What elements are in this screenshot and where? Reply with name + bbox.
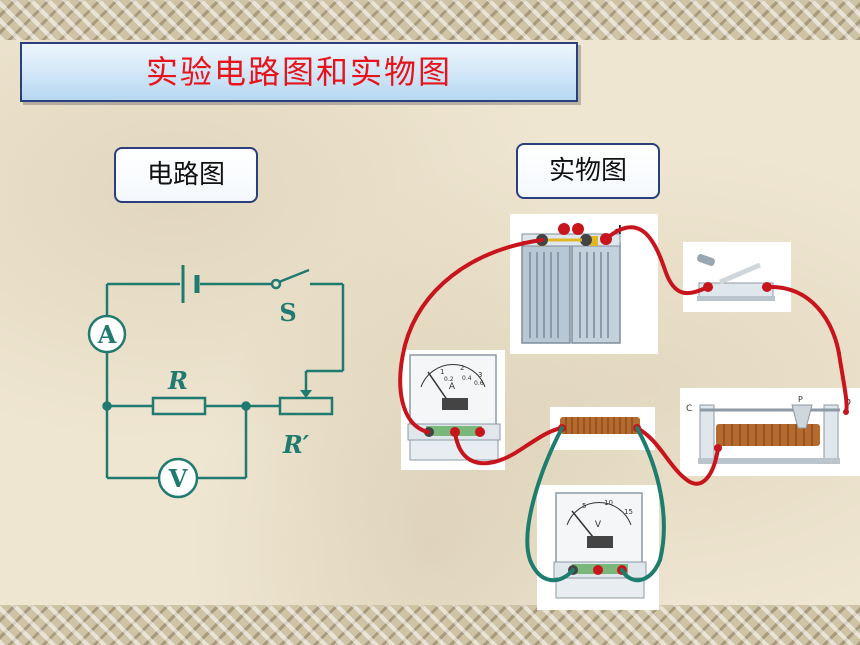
bottom-border-ornament xyxy=(0,605,860,645)
ammeter-scale-04: 0.4 xyxy=(462,375,472,382)
voltmeter-symbol xyxy=(157,457,199,499)
circuit-diagram xyxy=(87,265,345,499)
wire-ammeter-to-resistor xyxy=(453,426,564,466)
wire-switch-to-rheostat xyxy=(765,284,849,414)
top-border-ornament xyxy=(0,0,860,40)
wire-resistor-to-voltmeter-minus xyxy=(525,426,575,583)
ammeter-scale-06: 0.6 xyxy=(474,380,484,387)
wire-resistor-to-voltmeter-plus xyxy=(620,426,666,583)
switch-symbol xyxy=(270,268,310,290)
rheostat-device xyxy=(698,404,849,464)
voltmeter-scale-15: 15 xyxy=(624,508,633,516)
switch-label: S xyxy=(279,298,296,327)
junction-dot-right xyxy=(241,401,251,411)
red-wires xyxy=(398,225,849,486)
ammeter-scale-2: 2 xyxy=(460,364,464,372)
wire-battery-to-switch xyxy=(604,225,710,296)
battery-symbol xyxy=(181,265,200,303)
ammeter-symbol xyxy=(87,314,127,354)
physical-diagram-label: 实物图 xyxy=(516,143,660,199)
slider-arrow xyxy=(300,390,312,398)
wire-battery-to-ammeter xyxy=(398,238,544,434)
wire-resistor-to-rheostat xyxy=(635,426,720,486)
resistor-label: R xyxy=(167,366,188,395)
rheostat-end-c: C xyxy=(686,404,692,414)
ammeter-scale-3: 3 xyxy=(478,371,482,379)
page-title: 实验电路图和实物图 xyxy=(145,53,452,91)
voltmeter-scale-5: 5 xyxy=(582,502,586,510)
voltmeter-device-letter: V xyxy=(595,520,602,530)
resistor-coil xyxy=(558,417,641,434)
voltmeter-letter: V xyxy=(168,464,188,493)
ammeter-device-letter: A xyxy=(449,382,456,392)
junction-dot-left xyxy=(102,401,112,411)
battery-pack xyxy=(521,223,621,344)
rheostat-label: R′ xyxy=(282,430,310,459)
resistor-r-symbol xyxy=(151,396,207,416)
ammeter-scale-02: 0.2 xyxy=(444,376,454,383)
title-banner: 实验电路图和实物图 xyxy=(20,42,578,102)
circuit-diagram-label: 电路图 xyxy=(114,147,258,203)
rheostat-slider-p: P xyxy=(798,395,803,404)
rheostat-symbol xyxy=(278,396,334,416)
ammeter-letter: A xyxy=(97,320,117,349)
ammeter-device xyxy=(407,354,501,461)
ammeter-scale-1: 1 xyxy=(440,368,444,376)
teal-wires xyxy=(525,426,666,583)
voltmeter-scale-10: 10 xyxy=(604,499,613,507)
knife-switch xyxy=(697,254,775,301)
